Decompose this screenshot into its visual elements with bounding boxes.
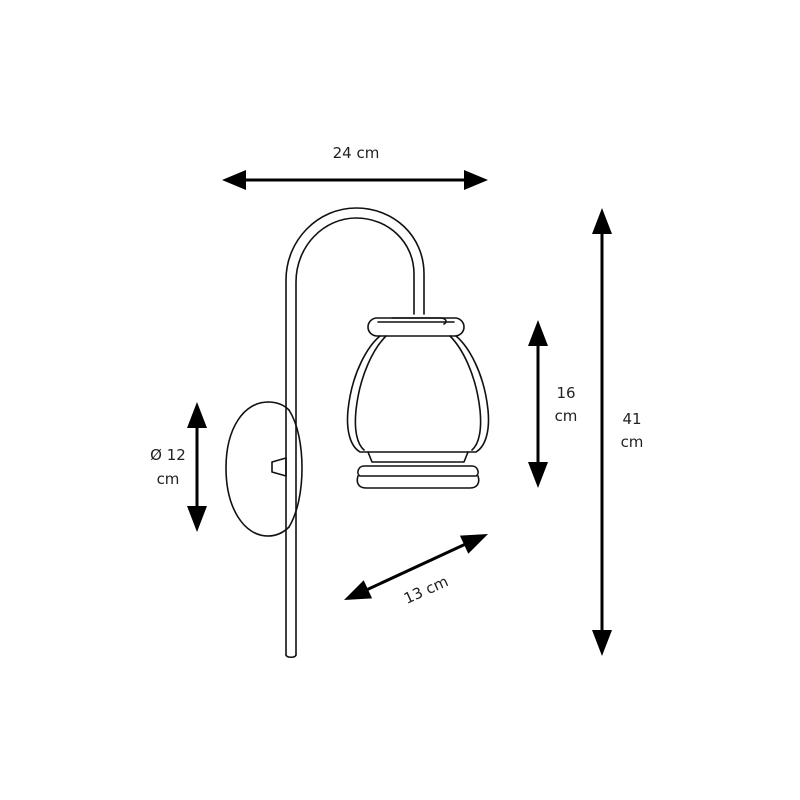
shade-height-dimension: 16 cm: [528, 320, 577, 488]
shade-height-arrow-head-bottom: [528, 462, 548, 488]
depth-arrow-head-right: [459, 534, 488, 554]
width-dimension: 24 cm: [222, 144, 488, 190]
total-height-arrow-head-top: [592, 208, 612, 234]
total-height-value-label: 41: [622, 410, 641, 428]
base-diameter-unit-label: cm: [157, 470, 180, 488]
lamp-arm: [285, 207, 425, 659]
shade-height-arrow-head-top: [528, 320, 548, 346]
total-height-unit-label: cm: [621, 433, 644, 451]
lamp-shade: [346, 317, 490, 489]
wall-base-plate: [225, 401, 303, 537]
width-arrow-head-left: [222, 170, 246, 190]
width-arrow-head-right: [464, 170, 488, 190]
wall-lamp-drawing: [225, 207, 490, 659]
total-height-dimension: 41 cm: [592, 208, 643, 656]
width-label: 24 cm: [333, 144, 380, 162]
base-diameter-dimension: Ø 12 cm: [150, 402, 207, 532]
shade-height-unit-label: cm: [555, 407, 578, 425]
base-diameter-arrow-head-top: [187, 402, 207, 428]
depth-arrow-line: [361, 540, 471, 594]
shade-height-value-label: 16: [556, 384, 575, 402]
base-diameter-arrow-head-bottom: [187, 506, 207, 532]
depth-dimension: 13 cm: [344, 534, 488, 608]
total-height-arrow-head-bottom: [592, 630, 612, 656]
depth-arrow-head-left: [344, 580, 373, 600]
base-diameter-value-label: Ø 12: [150, 446, 186, 464]
depth-label: 13 cm: [401, 572, 451, 607]
